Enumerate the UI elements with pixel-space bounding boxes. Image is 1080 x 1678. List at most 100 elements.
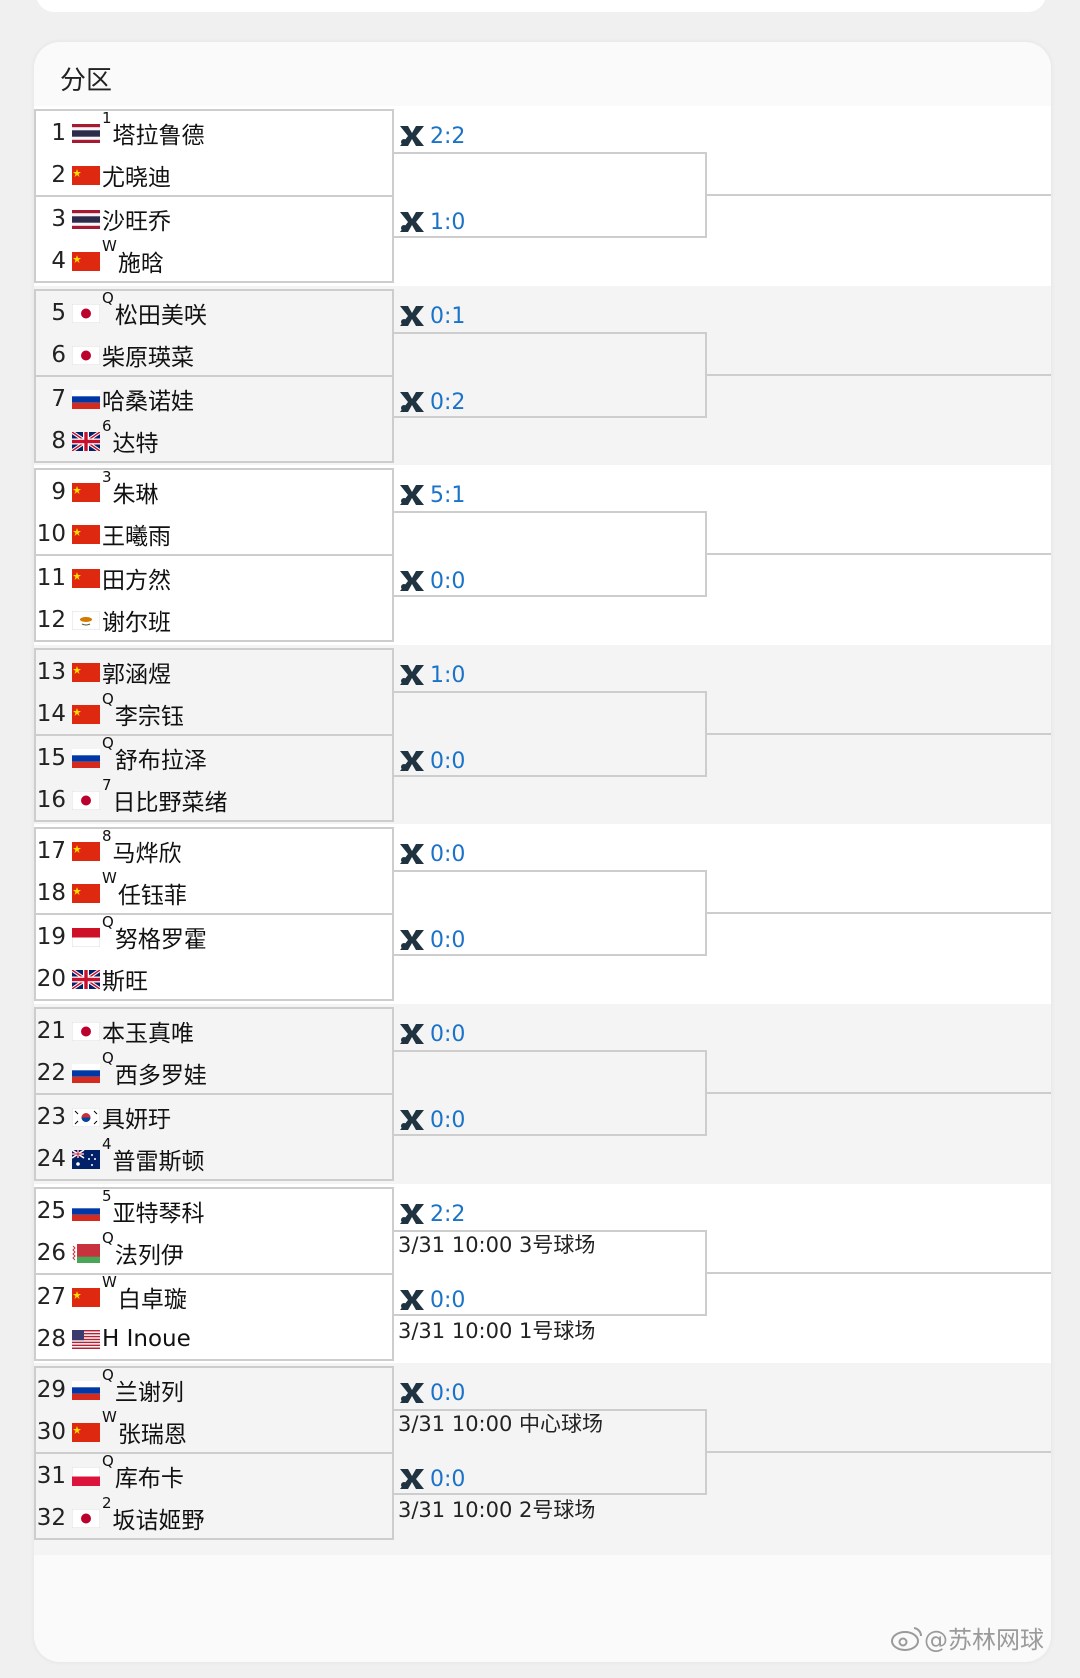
match-score[interactable]: 1:0 (430, 662, 466, 688)
match-score-row[interactable]: 1:0 (394, 207, 465, 237)
player-name: 郭涵煜 (102, 662, 171, 688)
match-score-row[interactable]: 0:0 (394, 925, 465, 955)
player-name: 张瑞恩 (117, 1422, 187, 1448)
match-score-row[interactable]: 0:0 (394, 1285, 465, 1315)
match-score[interactable]: 0:0 (430, 927, 466, 953)
match-score[interactable]: 0:0 (430, 841, 466, 867)
match-score[interactable]: 0:0 (430, 748, 466, 774)
draw-position: 30 (36, 1419, 66, 1445)
player-name-wrap: 田方然 (102, 561, 171, 595)
player-name: 马烨欣 (112, 841, 182, 867)
draw-position: 23 (36, 1104, 66, 1130)
seed-mark: Q (102, 1049, 114, 1067)
match-score-row[interactable]: 0:1 (394, 301, 465, 331)
match-score-row[interactable]: 2:2 (394, 1199, 465, 1229)
match-icon (398, 927, 426, 953)
match-icon (398, 1107, 426, 1133)
match-score[interactable]: 5:1 (430, 482, 466, 508)
match-icon (398, 482, 426, 508)
seed-mark: Q (102, 1366, 114, 1384)
player-name: 松田美咲 (114, 303, 207, 329)
poland-flag-icon (72, 1466, 100, 1486)
match-score-row[interactable]: 1:0 (394, 660, 465, 690)
match-score[interactable]: 0:0 (430, 568, 466, 594)
match-score[interactable]: 0:0 (430, 1466, 466, 1492)
match-score-row[interactable]: 0:0 (394, 746, 465, 776)
match-score-row[interactable]: 0:2 (394, 387, 465, 417)
player-name-wrap: 谢尔班 (102, 603, 171, 637)
match-score[interactable]: 0:0 (430, 1287, 466, 1313)
match-score-row[interactable]: 0:0 (394, 566, 465, 596)
match-icon (398, 389, 426, 415)
match-score-row[interactable]: 0:0 (394, 1464, 465, 1494)
match-score-row[interactable]: 2:2 (394, 121, 465, 151)
match-score-row[interactable]: 0:0 (394, 1378, 465, 1408)
match-score[interactable]: 1:0 (430, 209, 466, 235)
match-score[interactable]: 0:0 (430, 1021, 466, 1047)
match-score[interactable]: 2:2 (430, 1201, 466, 1227)
match-score-row[interactable]: 0:0 (394, 839, 465, 869)
match-score-row[interactable]: 0:0 (394, 1019, 465, 1049)
china-flag-icon (72, 165, 100, 185)
match-score[interactable]: 0:0 (430, 1107, 466, 1133)
draw-position: 14 (36, 701, 66, 727)
match-score-row[interactable]: 5:1 (394, 480, 465, 510)
match-score[interactable]: 2:2 (430, 123, 466, 149)
match-score[interactable]: 0:2 (430, 389, 466, 415)
match-score[interactable]: 0:0 (430, 1380, 466, 1406)
match-score[interactable]: 0:1 (430, 303, 466, 329)
match-score-row[interactable]: 0:0 (394, 1105, 465, 1135)
